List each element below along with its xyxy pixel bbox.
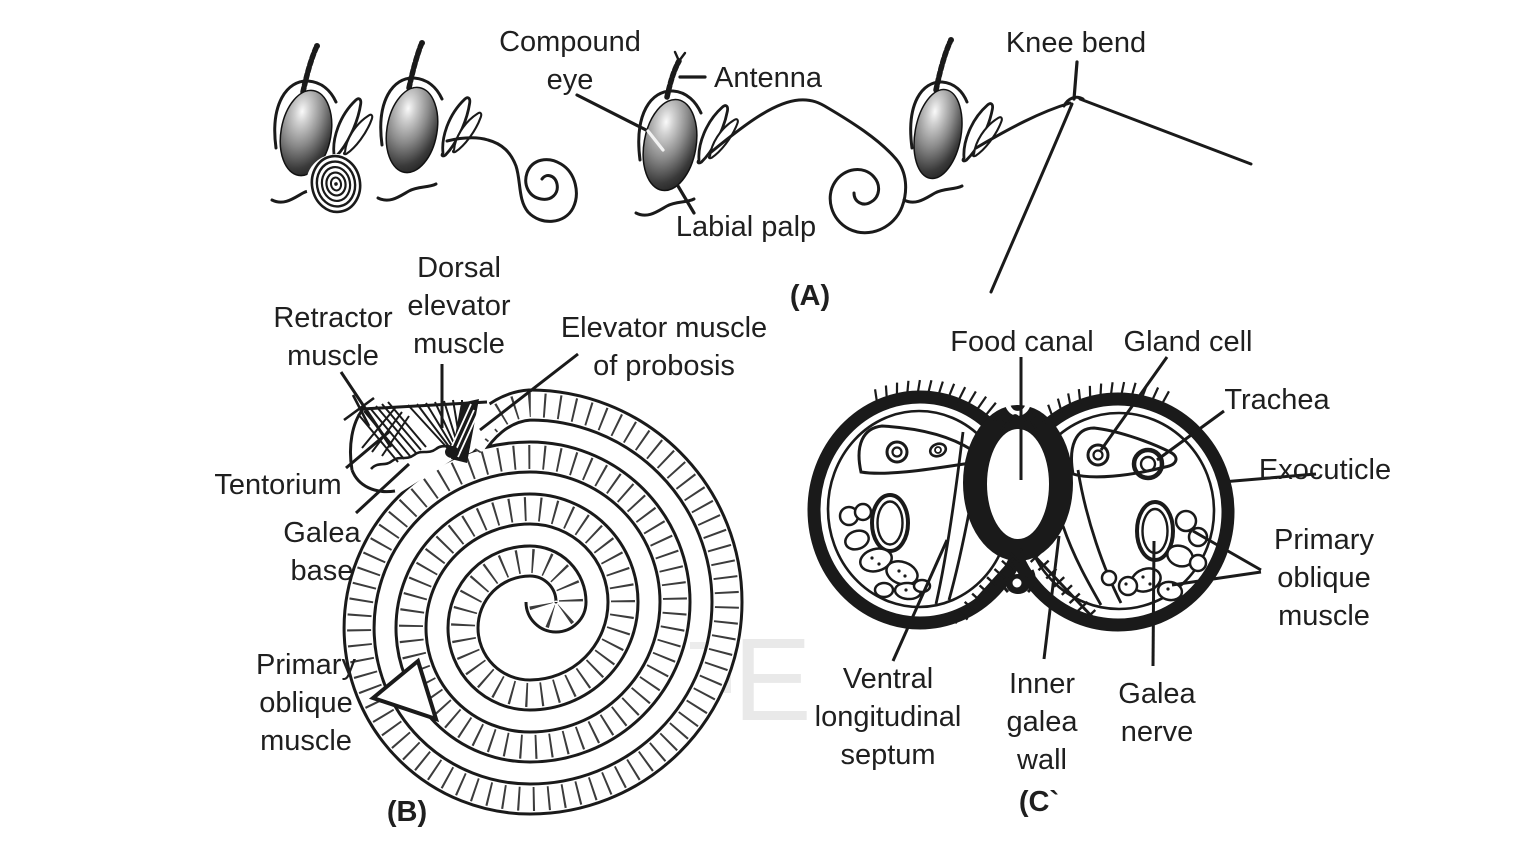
antenna-tip: [314, 43, 320, 49]
panel-c-drawing: [807, 356, 1317, 667]
panel-c-leader-lines: [891, 356, 1317, 667]
panel-b-drawing: [339, 352, 744, 816]
half-open-spiral-proboscis: [708, 98, 908, 235]
label-knee-bend: Knee bend: [1005, 27, 1147, 59]
label-tentorium: Tentorium: [214, 469, 342, 501]
food-canal-shape: [963, 403, 1073, 594]
tight-coil: [306, 154, 366, 214]
hairs-and-sutures: [873, 379, 1170, 625]
label-exocuticle: Exocuticle: [1258, 454, 1392, 486]
panel-a-drawing: [270, 37, 1253, 294]
label-retractor-muscle: Retractor muscle: [273, 302, 393, 372]
blob-speckles: [1124, 575, 1170, 591]
label-labial-palp: Labial palp: [675, 211, 817, 243]
label-inner-galea-wall: Inner galea wall: [1006, 668, 1078, 776]
panel-a-leader-lines: [575, 60, 1079, 215]
label-elevator-muscle-of-probosis: Elevator muscle of probosis: [560, 312, 768, 382]
label-galea-base: Galea base: [283, 517, 361, 587]
right-septum: [1061, 469, 1123, 606]
caption-panel-b: (B): [386, 796, 428, 828]
label-dorsal-elevator-muscle: Dorsal elevator muscle: [407, 252, 511, 360]
head-1-coiled-proboscis: [270, 43, 376, 214]
tentorium-arms: [343, 394, 375, 427]
head-2-partly-uncoiled: [376, 40, 578, 223]
loose-spiral-proboscis: [445, 136, 578, 223]
panel-b-leader-lines: [339, 352, 579, 515]
compound-eye-shape: [279, 89, 333, 177]
label-primary-oblique-muscle-b: Primary oblique muscle: [256, 649, 356, 757]
label-gland-cell: Gland cell: [1123, 326, 1253, 358]
label-primary-oblique-muscle-c: Primary oblique muscle: [1274, 524, 1374, 632]
label-galea-nerve: Galea nerve: [1118, 678, 1196, 748]
oblique-muscle-hatching: [347, 392, 739, 812]
label-antenna: Antenna: [713, 62, 823, 94]
head-4-extended: [902, 37, 1253, 294]
gland-cell-shape: [1086, 443, 1110, 467]
caption-panel-c: (C`: [1018, 786, 1060, 818]
label-trachea: Trachea: [1224, 384, 1330, 416]
caption-panel-a: (A): [789, 280, 831, 312]
label-ventral-longitudinal-septum: Ventral longitudinal septum: [814, 663, 962, 771]
extended-proboscis-knee: [974, 95, 1253, 294]
trachea-shape: [1131, 447, 1165, 481]
label-food-canal: Food canal: [950, 326, 1094, 358]
blob-speckles: [870, 556, 908, 592]
label-compound-eye: Compound eye: [499, 26, 641, 96]
primary-oblique-arrow: [368, 657, 440, 723]
coiled-proboscis-tube: [342, 388, 744, 816]
watermark-letter-artifact: E: [733, 614, 812, 746]
